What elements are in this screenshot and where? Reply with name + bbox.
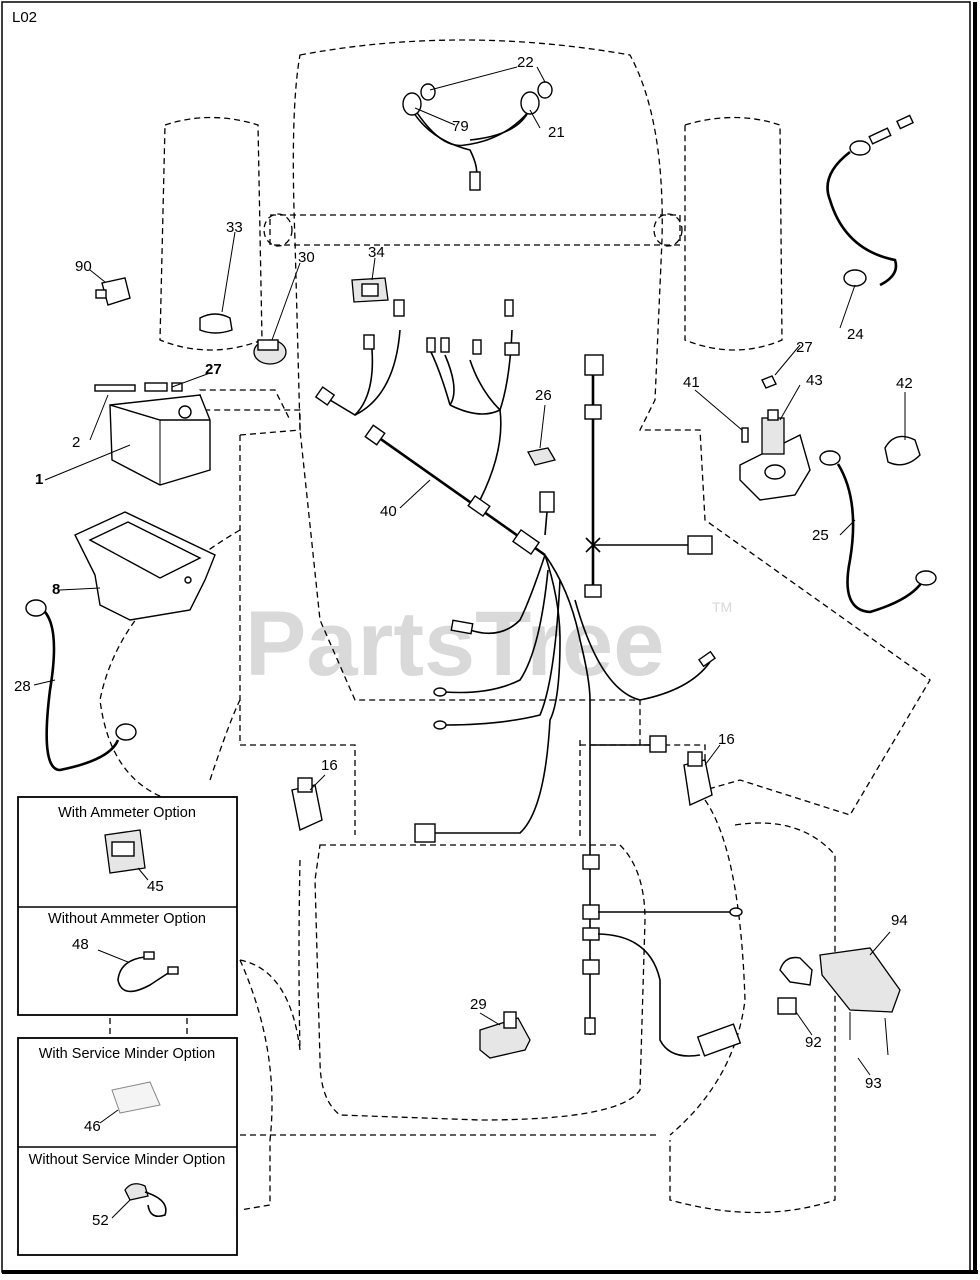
battery [94,382,211,486]
callout-43: 43 [806,372,823,389]
callout-34: 34 [368,244,385,261]
callout-93: 93 [865,1075,882,1092]
callout-42: 42 [896,375,913,392]
relay-16-right [683,751,713,807]
callout-92: 92 [805,1034,822,1051]
tractor-outline [99,39,931,1214]
callout-40: 40 [380,503,397,520]
part-29-switch [479,1011,531,1059]
callout-33: 33 [226,219,243,236]
with-service-minder-option-label: With Service Minder Option [39,1046,215,1062]
part-34-switch [351,277,389,303]
plug-52 [124,1183,149,1201]
callout-46: 46 [84,1118,101,1135]
with-ammeter-option-label: With Ammeter Option [58,805,196,821]
ground-cable-28 [25,599,137,772]
callout-52: 52 [92,1212,109,1229]
without-service-minder-option-label: Without Service Minder Option [29,1152,226,1168]
ammeter-option-box: With Ammeter Option 45 Without Ammeter O… [17,796,238,1016]
callout-29: 29 [470,996,487,1013]
callout-79: 79 [452,118,469,135]
jumper-wire-48 [117,956,171,993]
callout-2: 2 [72,434,80,451]
without-ammeter-option-label: Without Ammeter Option [48,911,206,927]
service-minder-part [111,1081,161,1114]
diagram-id: L02 [12,9,37,26]
battery-tray [74,511,216,621]
callout-94: 94 [891,912,908,929]
headlight-harness [402,81,553,191]
callout-labels: 22 21 79 90 33 30 34 27 2 1 8 28 40 26 2… [14,54,913,1092]
watermark: PartsTree [245,593,664,695]
callout-48: 48 [72,936,89,953]
leader-lines [33,66,906,1076]
callout-16-right: 16 [718,731,735,748]
callout-1: 1 [35,471,43,488]
battery-cable-24 [826,114,914,287]
ignition-parts [199,313,287,365]
callout-21: 21 [548,124,565,141]
callout-8: 8 [52,581,60,598]
callout-30: 30 [298,249,315,266]
callout-27-right: 27 [796,339,813,356]
callout-41: 41 [683,374,700,391]
part-26-fuse [527,447,556,466]
callout-22: 22 [517,54,534,71]
main-harness-40 [314,299,743,1057]
callout-16-left: 16 [321,757,338,774]
callout-26: 26 [535,387,552,404]
part-90-connector [95,277,131,306]
watermark-tm: TM [712,599,732,615]
callout-25: 25 [812,527,829,544]
service-minder-option-box: With Service Minder Option 46 Without Se… [17,1037,238,1256]
callout-90: 90 [75,258,92,275]
callout-28: 28 [14,678,31,695]
relay-16-left [291,777,323,832]
part-94-assembly [696,947,901,1057]
callout-45: 45 [147,878,164,895]
callout-27-left: 27 [205,361,222,378]
solenoid-group [739,375,937,614]
callout-24: 24 [847,326,864,343]
